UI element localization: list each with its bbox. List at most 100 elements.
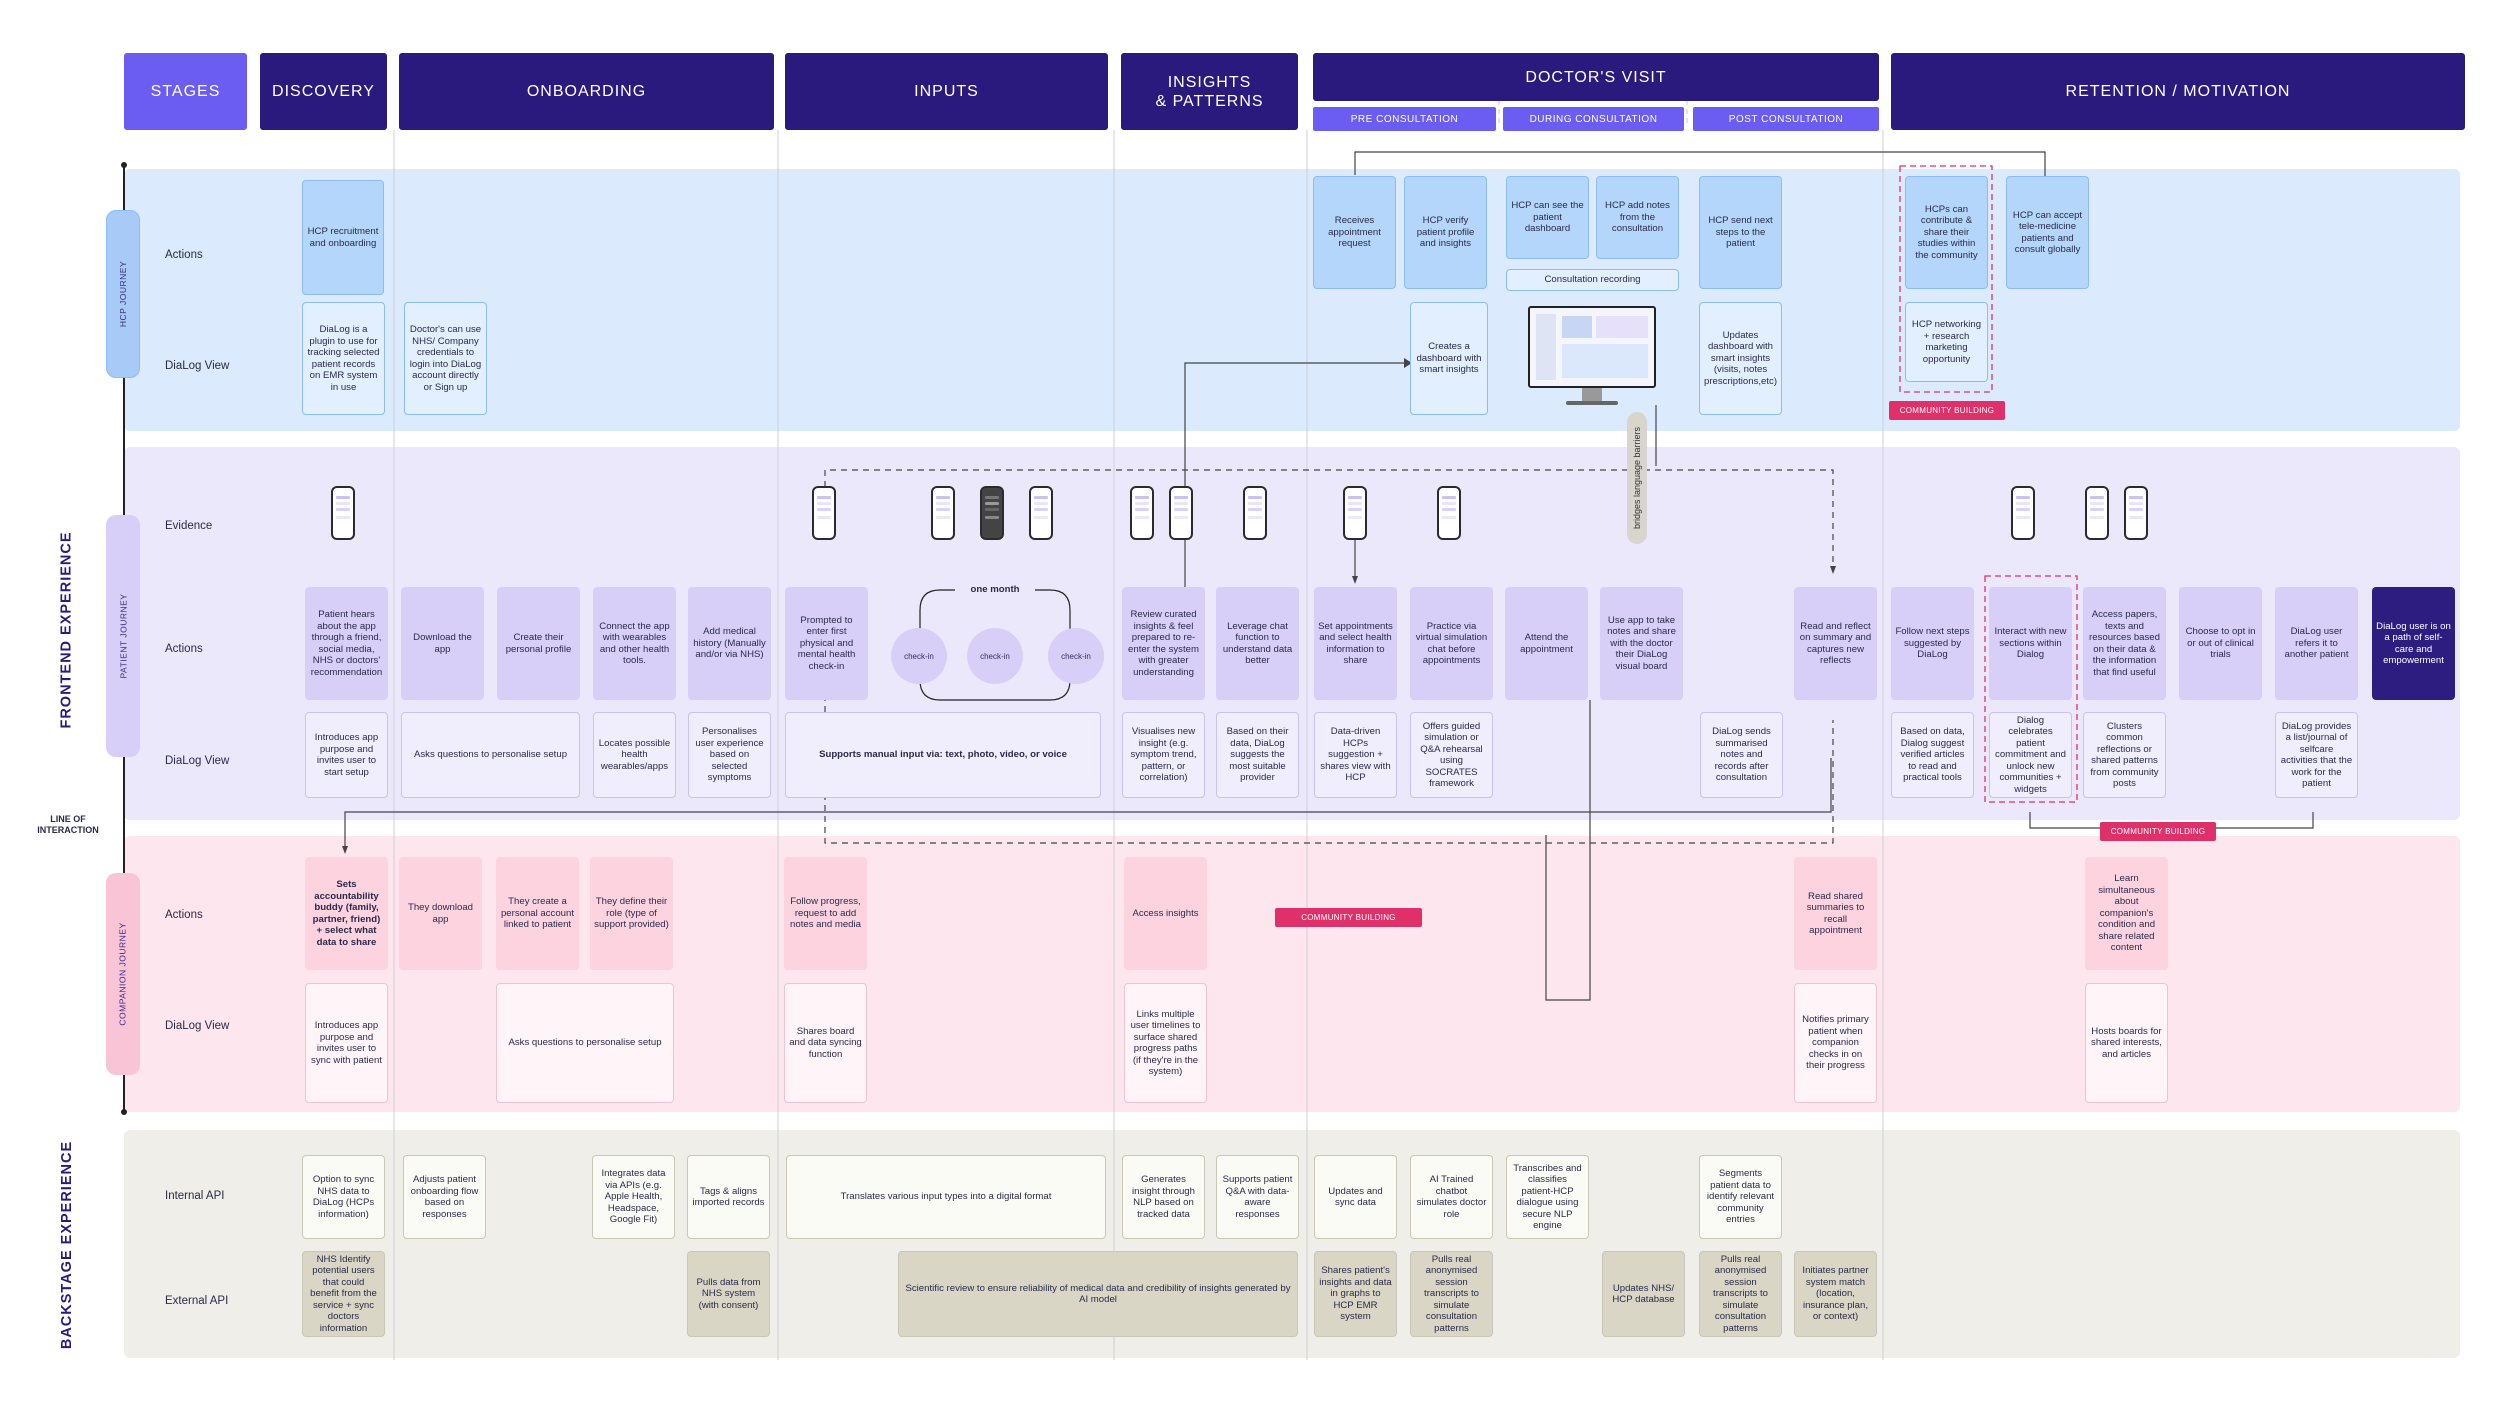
row-label-companion-actions: Actions [165,909,203,921]
patient-action-card: Leverage chat function to understand dat… [1216,587,1299,700]
patient-view-card: Based on data, Dialog suggest verified a… [1891,712,1974,798]
hcp-journey-pill: HCP JOURNEY [106,210,140,378]
row-label-patient-actions: Actions [165,643,203,655]
phone-mockup [1243,486,1267,540]
community-building-tag: COMMUNITY BUILDING [1889,401,2005,420]
check-in-node: check-in [891,628,947,684]
hcp-view-card: DiaLog is a plugin to use for tracking s… [302,302,385,415]
hcp-action-card: HCP can accept tele-medicine patients an… [2006,176,2089,289]
companion-journey-pill: COMPANION JOURNEY [106,873,140,1075]
patient-action-card: Create their personal profile [497,587,580,700]
external-api-card: Shares patient's insights and data in gr… [1314,1251,1397,1337]
patient-action-card: DiaLog user is on a path of self-care an… [2372,587,2455,700]
patient-action-card: Patient hears about the app through a fr… [305,587,388,700]
internal-api-card: Supports patient Q&A with data-aware res… [1216,1155,1299,1239]
phone-mockup [1029,486,1053,540]
row-label-evidence: Evidence [165,520,213,532]
external-api-card: Scientific review to ensure reliability … [898,1251,1298,1337]
external-api-card: Initiates partner system match (location… [1794,1251,1877,1337]
stage-header: STAGES [124,53,247,130]
patient-view-card: DiaLog sends summarised notes and record… [1700,712,1783,798]
patient-view-card: Introduces app purpose and invites user … [305,712,388,798]
patient-action-card: Read and reflect on summary and captures… [1794,587,1877,700]
patient-action-card: Download the app [401,587,484,700]
phone-mockup [2085,486,2109,540]
patient-view-card: Offers guided simulation or Q&A rehearsa… [1410,712,1493,798]
phone-mockup [931,486,955,540]
internal-api-card: Adjusts patient onboarding flow based on… [403,1155,486,1239]
stage-inputs: INPUTS [785,53,1108,130]
patient-action-card: Add medical history (Manually and/or via… [688,587,771,700]
external-api-card: NHS Identify potential users that could … [302,1251,385,1337]
row-label-patient-view: DiaLog View [165,755,230,767]
hcp-action-card: HCP add notes from the consultation [1596,176,1679,259]
hcp-view-card: Creates a dashboard with smart insights [1410,302,1488,415]
stage-retention: RETENTION / MOTIVATION [1891,53,2465,130]
companion-view-card: Hosts boards for shared interests, and a… [2085,983,2168,1103]
patient-action-card: Connect the app with wearables and other… [593,587,676,700]
companion-action-card: They create a personal account linked to… [496,857,579,970]
monitor-stand [1582,388,1602,402]
row-label-hcp-view: DiaLog View [165,360,230,372]
companion-view-card: Links multiple user timelines to surface… [1124,983,1207,1103]
hcp-view-card: Doctor's can use NHS/ Company credential… [404,302,487,415]
companion-view-card: Shares board and data syncing function [784,983,867,1103]
row-label-companion-view: DiaLog View [165,1020,230,1032]
patient-action-card: Prompted to enter first physical and men… [785,587,868,700]
patient-view-card: DiaLog provides a list/journal of selfca… [2275,712,2358,798]
patient-view-card: Personalises user experience based on se… [688,712,771,798]
stage-discovery: DISCOVERY [260,53,387,130]
internal-api-card: Transcribes and classifies patient-HCP d… [1506,1155,1589,1239]
companion-view-card: Introduces app purpose and invites user … [305,983,388,1103]
line-of-interaction-label: LINE OF INTERACTION [37,814,99,835]
internal-api-card: Generates insight through NLP based on t… [1122,1155,1205,1239]
hcp-action-card: HCP can see the patient dashboard [1506,176,1589,259]
row-label-internal-api: Internal API [165,1190,225,1202]
phone-mockup [1169,486,1193,540]
phone-mockup [1130,486,1154,540]
external-api-card: Pulls real anonymised session transcript… [1410,1251,1493,1337]
patient-action-card: Use app to take notes and share with the… [1600,587,1683,700]
substage-post: POST CONSULTATION [1693,107,1879,131]
phone-mockup [2011,486,2035,540]
phone-mockup [812,486,836,540]
patient-journey-pill: PATIENT JOURNEY [106,515,140,757]
patient-view-card: Dialog celebrates patient commitment and… [1989,712,2072,798]
backstage-label: BACKSTAGE EXPERIENCE [59,1140,76,1350]
patient-view-card: Data-driven HCPs suggestion + shares vie… [1314,712,1397,798]
external-api-card: Pulls data from NHS system (with consent… [687,1251,770,1337]
hcp-action-card: HCP recruitment and onboarding [302,180,384,295]
patient-view-card: Asks questions to personalise setup [401,712,580,798]
patient-action-card: Choose to opt in or out of clinical tria… [2179,587,2262,700]
stage-doctors-visit: DOCTOR'S VISIT [1313,53,1879,101]
patient-action-card: Practice via virtual simulation chat bef… [1410,587,1493,700]
hcp-view-card: Updates dashboard with smart insights (v… [1699,302,1782,415]
monitor-base [1566,401,1618,405]
bridges-language-tag: bridges language barriers [1627,412,1647,544]
patient-view-card: Clusters common reflections or shared pa… [2083,712,2166,798]
stage-onboarding: ONBOARDING [399,53,774,130]
internal-api-card: Integrates data via APIs (e.g. Apple Hea… [592,1155,675,1239]
hcp-view-card: HCP networking + research marketing oppo… [1905,302,1988,382]
patient-view-card: Supports manual input via: text, photo, … [785,712,1101,798]
phone-mockup [2124,486,2148,540]
community-building-tag: COMMUNITY BUILDING [1275,908,1422,927]
companion-action-card: Sets accountability buddy (family, partn… [305,857,388,970]
phone-mockup [1343,486,1367,540]
internal-api-card: AI Trained chatbot simulates doctor role [1410,1155,1493,1239]
internal-api-card: Segments patient data to identify releva… [1699,1155,1782,1239]
frontend-label: FRONTEND EXPERIENCE [59,531,75,729]
patient-action-card: Interact with new sections within Dialog [1989,587,2072,700]
external-api-card: Pulls real anonymised session transcript… [1699,1251,1782,1337]
check-in-node: check-in [1048,628,1104,684]
one-month-label: one month [955,584,1035,595]
internal-api-card: Option to sync NHS data to DiaLog (HCPs … [302,1155,385,1239]
internal-api-card: Translates various input types into a di… [786,1155,1106,1239]
check-in-node: check-in [967,628,1023,684]
companion-action-card: They define their role (type of support … [590,857,673,970]
row-label-hcp-actions: Actions [165,249,203,261]
external-api-card: Updates NHS/ HCP database [1602,1251,1685,1337]
phone-mockup [980,486,1004,540]
patient-action-card: Access papers, texts and resources based… [2083,587,2166,700]
